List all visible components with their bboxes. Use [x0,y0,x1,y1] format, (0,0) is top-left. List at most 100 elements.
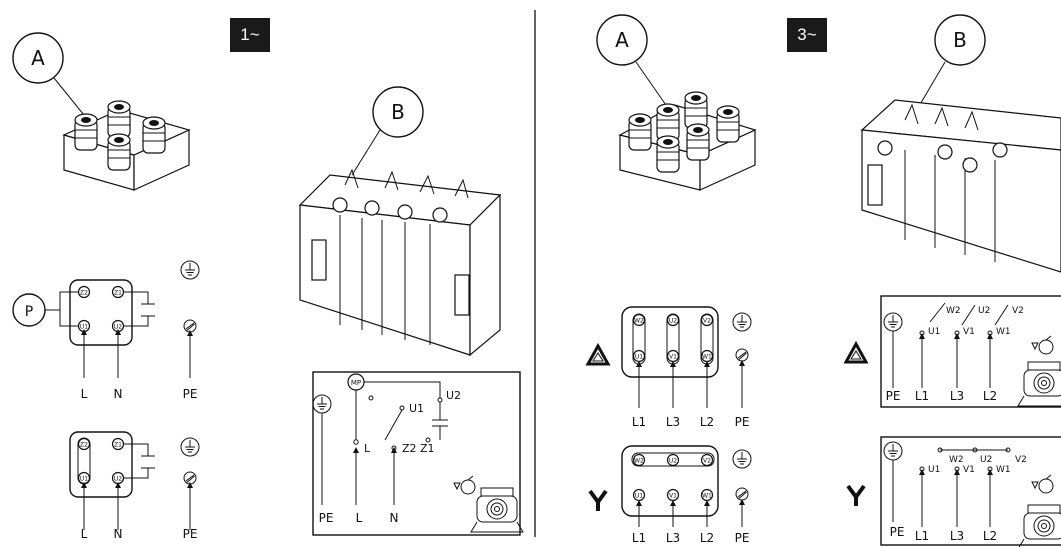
svg-text:U2: U2 [669,318,677,325]
svg-text:U1: U1 [635,354,643,361]
rotation-icon [1031,335,1054,355]
svg-text:A: A [31,46,45,70]
svg-text:L3: L3 [950,389,964,403]
earth-icon [732,312,752,332]
connector-schematic-1ph: PE MP L L U1 Z2 N U2 Z1 [312,371,524,536]
svg-text:PE: PE [735,415,750,429]
svg-text:U1: U1 [409,402,424,415]
callout-b-right: B [904,14,986,131]
svg-text:U1: U1 [80,324,88,331]
svg-text:PE: PE [183,527,198,541]
svg-text:PE: PE [183,387,198,401]
delta-icon [844,342,868,364]
svg-text:MP: MP [351,379,361,387]
svg-text:B: B [391,100,405,124]
svg-text:B: B [953,28,967,52]
terminal-diagram-3ph-star: W2 U2 V2 U1 V1 W1 L1 L3 L2 PE [588,445,752,545]
terminal-diagram-1ph-start: Z2 Z1 U1 U2 L N PE [69,431,200,541]
svg-text:Z1: Z1 [114,290,122,297]
connector-schematic-3ph-star: PE W2 U2 V2 U1 L1 V1 L3 W1 L2 [846,436,1061,547]
callout-a-right: A [596,14,669,109]
svg-text:W1: W1 [996,465,1011,475]
svg-text:L1: L1 [632,531,646,545]
three-phase-badge: 3~ [787,18,827,52]
svg-text:V1: V1 [963,465,975,475]
delta-icon [586,344,610,366]
svg-text:V1: V1 [669,493,677,500]
svg-text:N: N [114,527,123,541]
svg-text:PE: PE [886,389,901,403]
earth-icon [312,394,332,414]
svg-text:U1: U1 [635,493,643,500]
svg-text:Z2: Z2 [402,442,417,455]
motor-icon [470,487,524,533]
svg-text:V2: V2 [703,318,711,325]
svg-text:V2: V2 [1015,455,1027,465]
svg-text:U2: U2 [669,458,677,465]
callout-a-left: A [12,32,89,121]
svg-text:PE: PE [890,525,905,539]
svg-text:W1: W1 [996,327,1011,337]
svg-text:W1: W1 [702,354,712,361]
svg-text:W2: W2 [946,306,961,316]
svg-text:Z1: Z1 [114,442,122,449]
svg-text:P: P [25,304,33,320]
svg-text:Z1: Z1 [420,442,435,455]
terminal-block-illustration-1ph [63,100,190,191]
svg-text:U2: U2 [114,324,122,331]
svg-text:L3: L3 [666,415,680,429]
svg-text:L: L [364,442,371,455]
svg-text:W2: W2 [949,455,964,465]
motor-icon [1017,504,1061,547]
motor-icon [1017,361,1061,407]
svg-text:U1: U1 [80,476,88,483]
svg-text:U2: U2 [446,389,461,402]
svg-text:U1: U1 [928,327,940,337]
svg-text:Z2: Z2 [80,442,88,449]
svg-text:L2: L2 [983,529,997,543]
earth-icon [883,312,903,332]
svg-text:L: L [356,511,363,525]
svg-text:L: L [81,527,88,541]
svg-text:N: N [390,511,399,525]
terminal-diagram-1ph-run: Z2 Z1 U1 U2 P L N PE [12,260,200,401]
connector-block-illustration-1ph [298,168,502,357]
earth-icon [883,441,903,461]
svg-text:PE: PE [319,511,334,525]
svg-text:L3: L3 [666,531,680,545]
svg-text:L1: L1 [632,415,646,429]
terminal-block-illustration-3ph [618,91,757,191]
svg-text:Z2: Z2 [80,290,88,297]
star-icon [588,489,608,513]
callout-b-left: B [351,86,424,176]
earth-icon [180,260,200,280]
single-phase-badge: 1~ [230,18,270,52]
svg-text:L2: L2 [700,415,714,429]
svg-text:L1: L1 [915,529,929,543]
svg-text:L: L [81,387,88,401]
svg-text:V2: V2 [703,458,711,465]
svg-text:U2: U2 [114,476,122,483]
svg-text:V2: V2 [1012,306,1024,316]
svg-text:N: N [114,387,123,401]
star-icon [846,484,866,508]
svg-text:U2: U2 [980,455,992,465]
earth-icon [732,449,752,469]
svg-text:W2: W2 [634,318,644,325]
connector-schematic-3ph-delta: PE U1 W2 L1 V1 U2 L3 W1 V2 L2 [844,295,1061,408]
svg-text:L2: L2 [983,389,997,403]
svg-text:V1: V1 [963,327,975,337]
svg-text:W2: W2 [634,458,644,465]
svg-text:U1: U1 [928,465,940,475]
svg-text:A: A [615,28,629,52]
svg-text:V1: V1 [669,354,677,361]
svg-text:U2: U2 [978,306,990,316]
rotation-icon [453,475,476,495]
svg-text:L1: L1 [915,389,929,403]
rotation-icon [1031,474,1054,494]
svg-text:L2: L2 [700,531,714,545]
svg-text:W1: W1 [702,493,712,500]
terminal-diagram-3ph-delta: W2 U2 V2 U1 V1 W1 L1 L3 L2 PE [586,306,752,429]
connector-block-illustration-3ph [860,99,1061,273]
